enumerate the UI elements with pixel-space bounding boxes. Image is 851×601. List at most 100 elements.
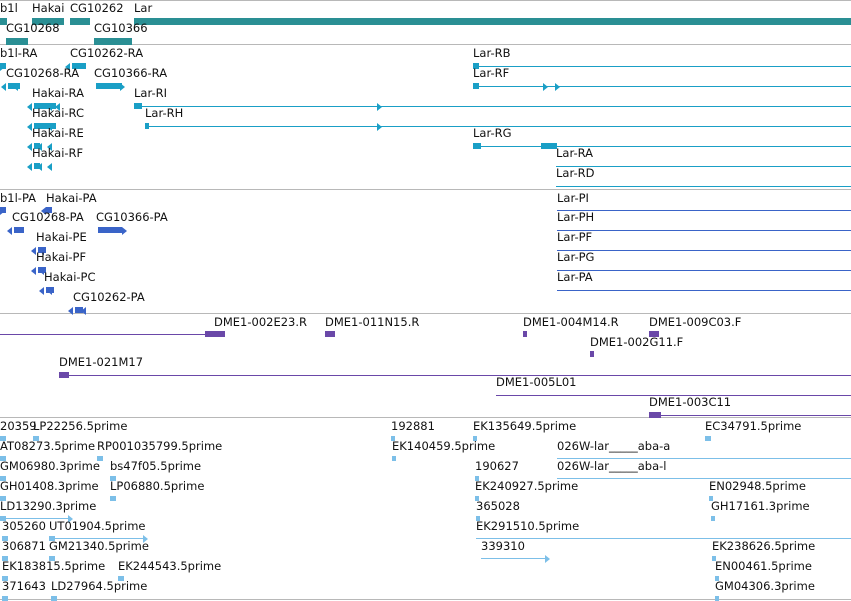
- transcripts-feature-label: b1l-RA: [0, 46, 38, 60]
- clones-feature-exon: [590, 351, 594, 357]
- transcripts-feature-label: Lar-RB: [473, 46, 511, 60]
- clones-feature-exon: [523, 331, 527, 337]
- track-separator: [0, 313, 851, 314]
- ests-feature-exon: [475, 496, 479, 501]
- strand-arrow-right-icon: [377, 123, 382, 131]
- transcripts-feature-exon: [34, 103, 56, 109]
- clones-feature-exon: [649, 331, 659, 337]
- ests-feature-exon: [475, 476, 479, 481]
- ests-feature-label: LP06880.5prime: [110, 479, 205, 493]
- strand-arrow-right-icon: [68, 515, 73, 523]
- ests-feature-label: 339310: [481, 539, 525, 553]
- transcripts-feature-label: Lar-RF: [473, 66, 510, 80]
- clones-feature-exon: [205, 331, 215, 337]
- ests-feature-label: 20359: [0, 419, 37, 433]
- ests-feature-label: LD13290.3prime: [0, 499, 97, 513]
- clones-feature-label: DME1-021M17: [59, 355, 144, 369]
- strand-arrow-right-icon: [0, 63, 5, 71]
- transcripts-feature-label: Hakai-RE: [32, 126, 84, 140]
- transcripts-feature-exon: [96, 83, 122, 89]
- genes-feature-exon: [134, 18, 851, 25]
- genes-feature-exon: [6, 38, 28, 45]
- transcripts-feature-label: Lar-RG: [473, 126, 512, 140]
- transcripts-feature-label: CG10366-RA: [94, 66, 168, 80]
- strand-arrow-right-icon: [543, 83, 548, 91]
- genes-feature-label: b1l: [0, 1, 18, 15]
- ests-feature-label: EK244543.5prime: [118, 559, 222, 573]
- transcripts-feature-intron-line: [473, 146, 851, 147]
- transcripts-feature-label: Lar-RI: [134, 86, 167, 100]
- ests-feature-label: LP22256.5prime: [33, 419, 128, 433]
- strand-arrow-right-icon: [545, 555, 550, 563]
- proteins-feature-label: CG10262-PA: [73, 290, 145, 304]
- clones-feature-exon: [215, 331, 225, 337]
- ests-feature-label: bs47f05.5prime: [110, 459, 202, 473]
- ests-feature-intron-line: [49, 538, 146, 539]
- strand-arrow-left-icon: [1, 83, 6, 91]
- strand-arrow-right-icon: [120, 83, 125, 91]
- clones-feature-intron-line: [649, 415, 851, 416]
- clones-feature-intron-line: [59, 375, 851, 376]
- transcripts-feature-exon: [145, 123, 149, 129]
- strand-arrow-left-icon: [47, 123, 52, 131]
- clones-feature-intron-line: [0, 334, 224, 335]
- ests-feature-exon: [97, 456, 103, 461]
- strand-arrow-left-icon: [7, 227, 12, 235]
- strand-arrow-left-icon: [13, 83, 18, 91]
- ests-feature-label: EK291510.5prime: [476, 519, 580, 533]
- ests-feature-exon: [476, 516, 480, 521]
- ests-feature-label: EN00461.5prime: [715, 559, 812, 573]
- ests-feature-exon: [49, 556, 55, 561]
- proteins-feature-intron-line: [557, 270, 851, 271]
- proteins-feature-label: CG10268-PA: [12, 210, 84, 224]
- proteins-feature-exon: [46, 207, 52, 213]
- track-separator: [0, 44, 851, 45]
- proteins-feature-label: Lar-PG: [557, 250, 595, 264]
- strand-arrow-left-icon: [27, 163, 32, 171]
- proteins-feature-label: Lar-PF: [557, 230, 593, 244]
- strand-arrow-left-icon: [47, 163, 52, 171]
- ests-feature-exon: [2, 556, 8, 561]
- ests-feature-exon: [0, 496, 6, 501]
- clones-feature-label: DME1-011N15.R: [325, 315, 420, 329]
- transcripts-feature-intron-line: [134, 106, 851, 107]
- clones-feature-label: DME1-005L01: [496, 375, 577, 389]
- genes-feature-label: CG10268: [6, 21, 60, 35]
- track-separator: [0, 0, 851, 1]
- transcripts-feature-label: CG10268-RA: [6, 66, 80, 80]
- transcripts-feature-exon: [134, 103, 142, 109]
- genes-feature-exon: [94, 38, 132, 45]
- ests-feature-label: EN02948.5prime: [709, 479, 806, 493]
- ests-feature-label: GM04306.3prime: [715, 579, 815, 593]
- strand-arrow-left-icon: [81, 307, 86, 315]
- strand-arrow-right-icon: [143, 535, 148, 543]
- proteins-feature-intron-line: [557, 290, 851, 291]
- ests-feature-exon: [2, 536, 8, 541]
- clones-feature-label: DME1-003C11: [649, 395, 732, 409]
- transcripts-feature-exon: [473, 83, 479, 89]
- ests-feature-exon: [0, 476, 6, 481]
- ests-feature-intron-line: [557, 458, 851, 459]
- ests-feature-label: 371643: [2, 579, 46, 593]
- strand-arrow-left-icon: [27, 123, 32, 131]
- ests-feature-label: GH17161.3prime: [711, 499, 810, 513]
- strand-arrow-left-icon: [39, 247, 44, 255]
- proteins-feature-label: Lar-PH: [557, 210, 595, 224]
- ests-feature-exon: [709, 496, 713, 501]
- proteins-feature-label: CG10366-PA: [96, 210, 168, 224]
- ests-feature-label: 026W-lar_____aba-l: [557, 459, 667, 473]
- ests-feature-exon: [711, 516, 715, 521]
- strand-arrow-left-icon: [55, 103, 60, 111]
- ests-feature-exon: [0, 456, 6, 461]
- transcripts-feature-exon: [473, 143, 481, 149]
- strand-arrow-right-icon: [122, 227, 127, 235]
- proteins-feature-exon: [75, 307, 83, 313]
- ests-feature-exon: [712, 556, 716, 561]
- strand-arrow-left-icon: [37, 143, 42, 151]
- transcripts-feature-label: Lar-RH: [145, 106, 184, 120]
- strand-arrow-left-icon: [47, 287, 52, 295]
- genes-feature-exon: [32, 18, 64, 25]
- ests-feature-label: UT01904.5prime: [49, 519, 146, 533]
- ests-feature-exon: [0, 436, 6, 441]
- transcripts-feature-intron-line: [473, 86, 851, 87]
